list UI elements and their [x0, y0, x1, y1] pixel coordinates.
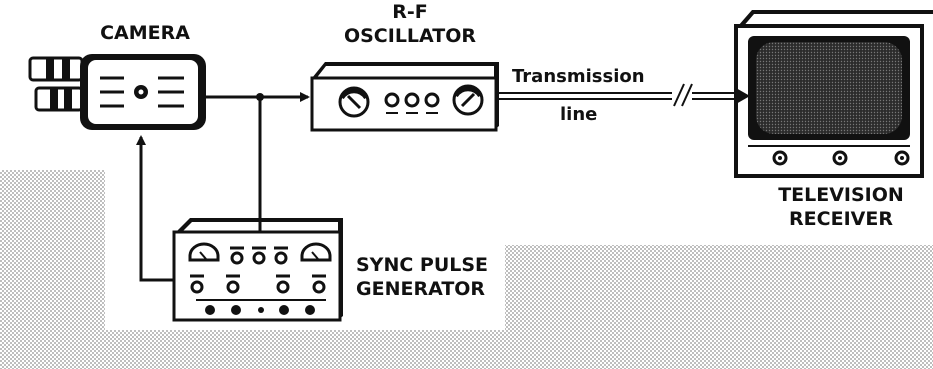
sync-pulse-generator-label-line1: SYNC PULSE	[356, 254, 488, 276]
line-label: line	[560, 104, 597, 125]
camera-label: CAMERA	[90, 21, 200, 45]
rf-oscillator-label-line1: R-F	[350, 0, 470, 24]
rf-oscillator-device	[312, 62, 499, 130]
transmission-label: Transmission	[512, 66, 645, 87]
sync-pulse-generator-device	[174, 218, 343, 320]
camera-device	[30, 54, 206, 130]
television-receiver-label-line1: TELEVISION	[756, 183, 926, 207]
sync-pulse-generator-label-line2: GENERATOR	[356, 278, 485, 300]
television-receiver-device	[736, 10, 933, 176]
television-receiver-label-line2: RECEIVER	[756, 207, 926, 231]
rf-oscillator-label-line2: OSCILLATOR	[330, 24, 490, 48]
